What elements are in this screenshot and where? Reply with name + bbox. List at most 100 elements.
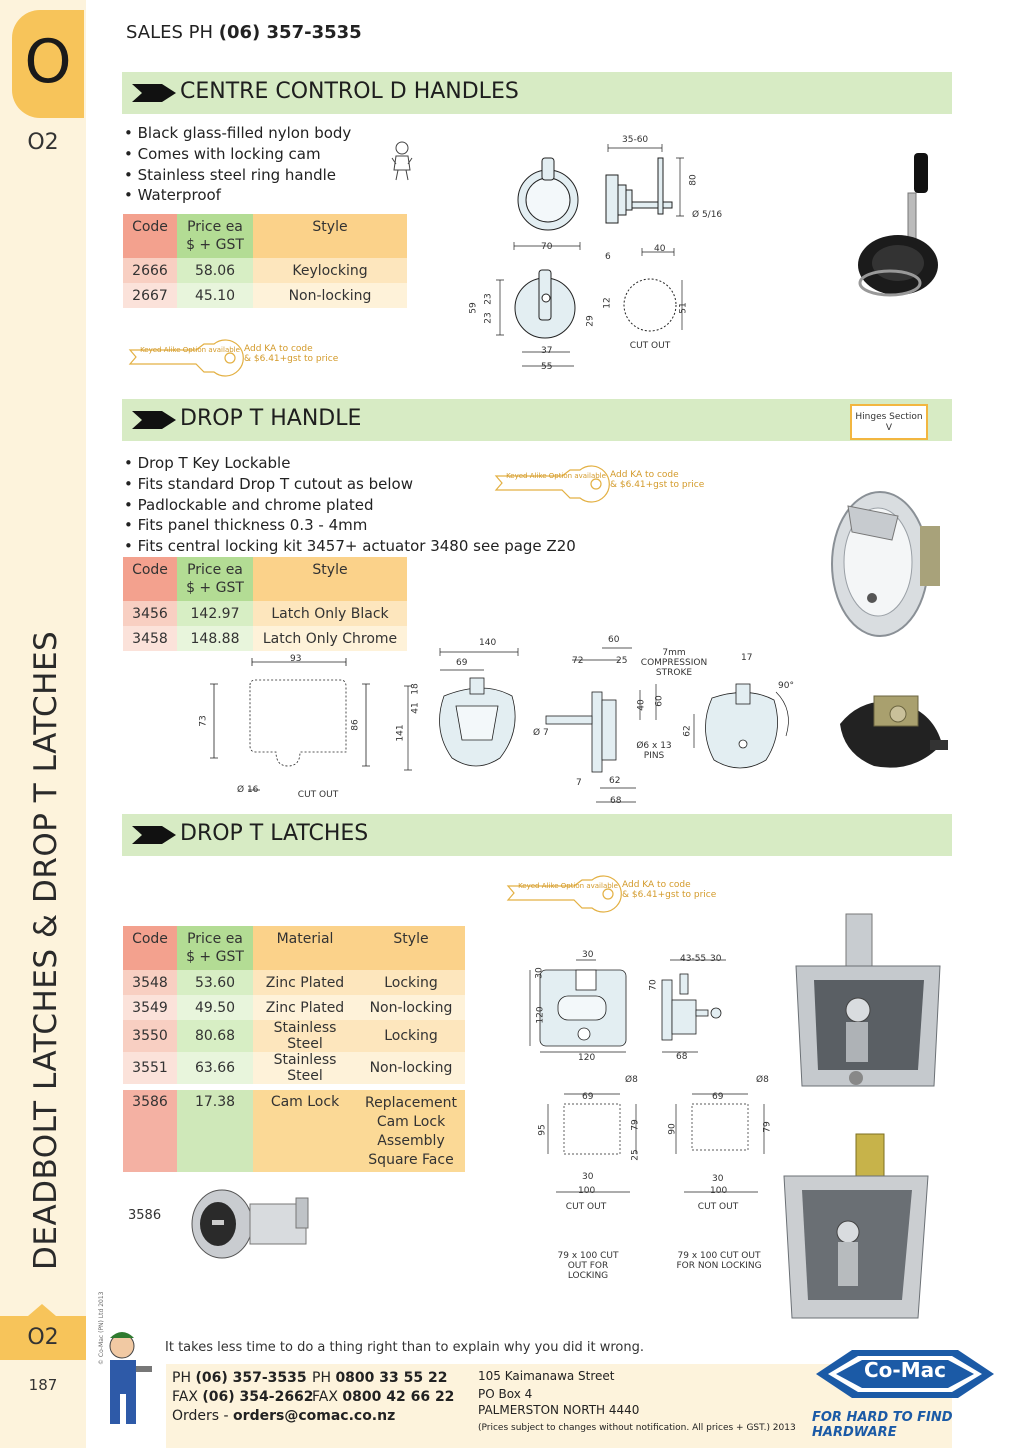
keyed-alike-badge: Keyed Alike Option available Add KA to c… [492, 460, 732, 506]
page-number: 187 [28, 1376, 58, 1394]
keyed-alike-label: Keyed Alike Option available [518, 882, 618, 890]
feature-item: Fits panel thickness 0.3 - 4mm [124, 515, 576, 536]
feature-item: Comes with locking cam [124, 144, 351, 165]
cell-price: 142.97 [177, 601, 253, 626]
page-code-top: O2 [27, 130, 59, 155]
pins-note: Ø6 x 13 PINS [636, 741, 672, 761]
cell-code: 3548 [123, 970, 177, 995]
keyed-alike-label: Keyed Alike Option available [140, 346, 240, 354]
centre-handle-product-photo [858, 153, 938, 297]
footer-orders: Orders - orders@comac.co.nz [172, 1408, 396, 1424]
dim-label: 68 [610, 796, 622, 806]
price-table-centre: Code Price ea$ + GST Style 2666 58.06 Ke… [123, 214, 407, 308]
price-table-drop-t-handle: Code Price ea$ + GST Style 3456 142.97 L… [123, 557, 407, 651]
cell-style: Locking [357, 1020, 465, 1052]
table-row: 2666 58.06 Keylocking [123, 258, 407, 283]
cell-code: 3586 [123, 1090, 177, 1172]
dim-label: 73 [198, 715, 209, 727]
cell-material: Zinc Plated [253, 970, 357, 995]
dim-label: 70 [648, 979, 659, 991]
cutout-caption: CUT OUT [629, 341, 671, 351]
dim-label: 120 [578, 1053, 596, 1063]
cell-material: Zinc Plated [253, 995, 357, 1020]
footer-quote: It takes less time to do a thing right t… [165, 1340, 644, 1355]
dim-label: 59 [468, 302, 479, 314]
footer-price-disclaimer: (Prices subject to changes without notif… [478, 1423, 796, 1433]
dim-label: 62 [609, 776, 621, 786]
keyed-alike-badge: Keyed Alike Option available Add KA to c… [504, 870, 744, 916]
section-title: CENTRE CONTROL D HANDLES [180, 79, 519, 104]
drop-t-mechanism-photo [840, 695, 948, 768]
keyed-alike-label: Keyed Alike Option available [506, 472, 606, 480]
sales-phone: (06) 357-3535 [218, 22, 362, 43]
section-arrow-icon [132, 411, 176, 429]
cell-price: 17.38 [177, 1090, 253, 1172]
key-outline-icon [506, 875, 622, 913]
dim-label: 23 [483, 312, 494, 324]
dim-label: 25 [630, 1149, 641, 1161]
cell-style: Non-locking [357, 1052, 465, 1084]
table-row: 3550 80.68 Stainless Steel Locking [123, 1020, 465, 1052]
dim-label: 72 [572, 656, 584, 666]
col-header-code: Code [123, 214, 177, 258]
table-row: 3551 63.66 Stainless Steel Non-locking [123, 1052, 465, 1084]
col-header-style: Style [253, 214, 407, 258]
dim-label: 30 [582, 1172, 594, 1182]
cell-price: 80.68 [177, 1020, 253, 1052]
centre-handle-technical-drawing [496, 144, 684, 367]
cell-code: 2667 [123, 283, 177, 308]
footer-address: 105 Kaimanawa Street PO Box 4 PALMERSTON… [478, 1369, 640, 1417]
cell-style: Latch Only Black [253, 601, 407, 626]
dim-label: 51 [678, 302, 689, 314]
cutout-locking-caption: 79 x 100 CUT OUT FOR LOCKING [557, 1251, 619, 1281]
feature-item: Stainless steel ring handle [124, 165, 351, 186]
dim-label: 62 [682, 725, 693, 737]
dim-label: Ø 5/16 [692, 210, 723, 220]
dim-label: 30 [710, 954, 722, 964]
dim-label: 120 [535, 1006, 546, 1024]
table-row: 3548 53.60 Zinc Plated Locking [123, 970, 465, 995]
section-title: DROP T HANDLE [180, 406, 362, 431]
dim-label: 35-60 [622, 135, 649, 145]
dim-label: 79 [630, 1119, 641, 1131]
cam-lock-label: 3586 [128, 1208, 162, 1223]
section-header-centre-control: CENTRE CONTROL D HANDLES [122, 72, 952, 114]
cell-code: 2666 [123, 258, 177, 283]
dim-label: 80 [688, 174, 699, 186]
cam-lock-product-photo [191, 1189, 309, 1259]
price-table-drop-t-latches: Code Price ea$ + GST Material Style 3548… [123, 926, 465, 1172]
dim-label: Ø 16 [237, 785, 259, 795]
mascot-figure-icon [391, 141, 413, 181]
dim-label: 30 [582, 950, 594, 960]
dim-label: 30 [712, 1174, 724, 1184]
keyed-alike-note: Add KA to code& $6.41+gst to price [622, 880, 717, 900]
dim-label: 93 [290, 654, 302, 664]
section-title: DROP T LATCHES [180, 821, 369, 846]
mascot-handyman-icon [109, 1332, 152, 1424]
cell-style: Keylocking [253, 258, 407, 283]
dim-label: 40 [636, 699, 647, 711]
dim-label: 70 [541, 242, 553, 252]
cell-price: 148.88 [177, 626, 253, 651]
cell-material: Stainless Steel [253, 1052, 357, 1084]
orders-email-link[interactable]: orders@comac.co.nz [233, 1408, 396, 1424]
comac-logo [816, 1350, 994, 1398]
dim-label: 60 [654, 695, 665, 707]
dim-label: 69 [456, 658, 468, 668]
feature-item: Fits standard Drop T cutout as below [124, 474, 576, 495]
footer-band [166, 1364, 952, 1448]
cutout-caption: CUT OUT [565, 1202, 607, 1212]
dim-label: 17 [741, 653, 753, 663]
drop-t-handle-technical-drawing [210, 647, 789, 803]
col-header-material: Material [253, 926, 357, 970]
col-header-code: Code [123, 926, 177, 970]
feature-item: Drop T Key Lockable [124, 453, 576, 474]
cell-code: 3549 [123, 995, 177, 1020]
cell-style: Non-locking [253, 283, 407, 308]
table-row: 3549 49.50 Zinc Plated Non-locking [123, 995, 465, 1020]
vertical-chapter-title: DEADBOLT LATCHES & DROP T LATCHES [28, 630, 64, 1270]
cell-material: Stainless Steel [253, 1020, 357, 1052]
sales-label: SALES PH [126, 22, 214, 43]
cell-code: 3550 [123, 1020, 177, 1052]
dim-label: 68 [676, 1052, 688, 1062]
